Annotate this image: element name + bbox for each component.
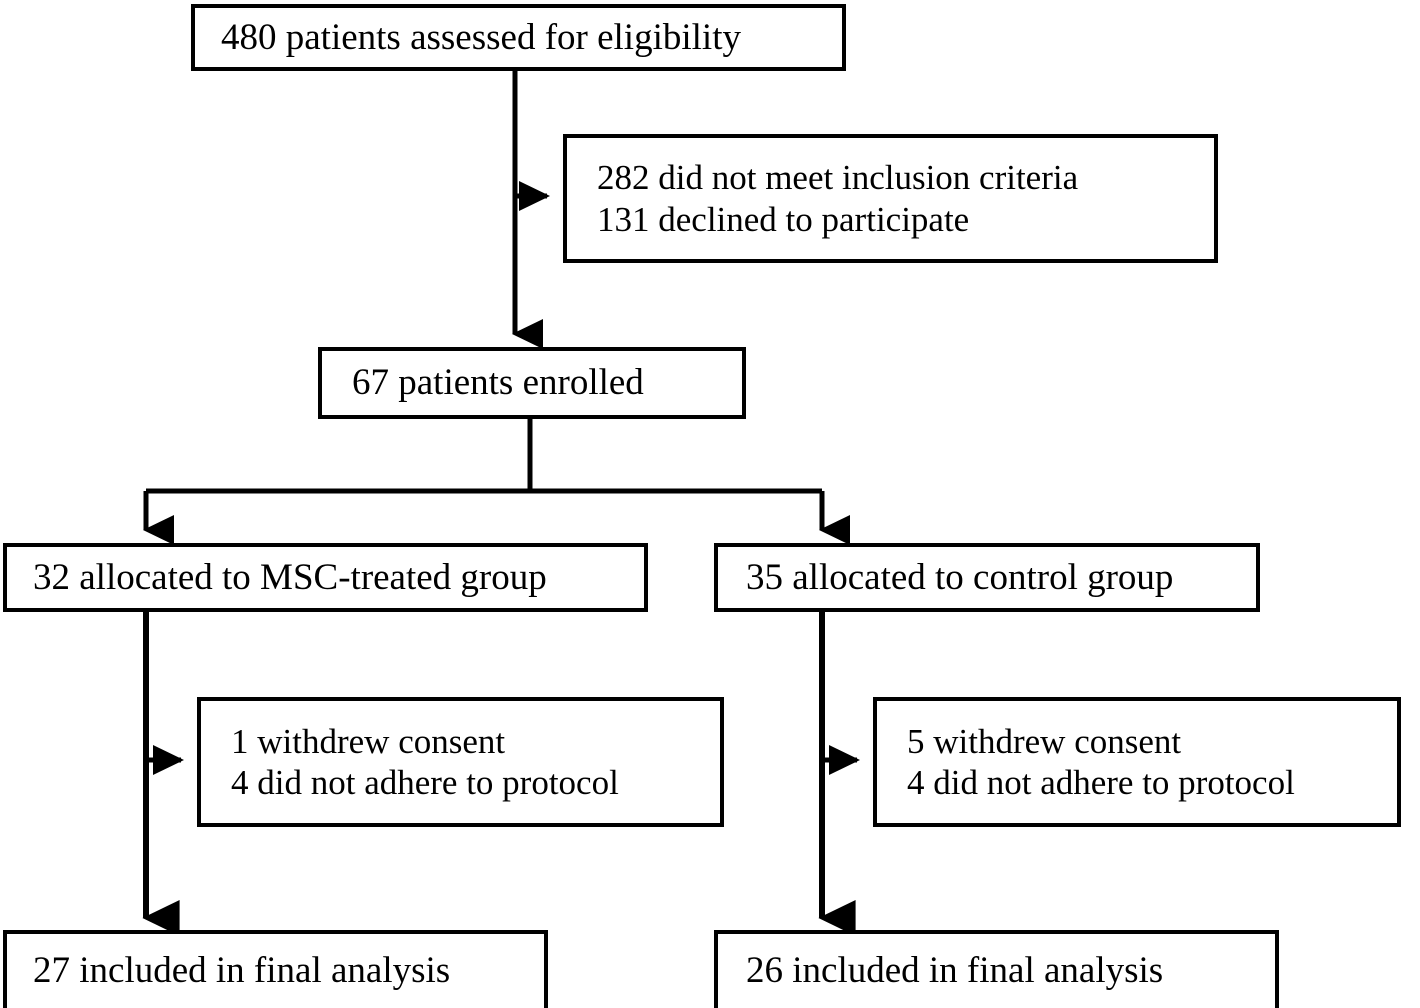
node-final-control-line-1: 26 included in final analysis [746, 950, 1164, 992]
node-withdrawn-msc-line-1: 1 withdrew consent [231, 721, 506, 761]
node-enrolled-line-1: 67 patients enrolled [352, 362, 644, 404]
node-excluded: 282 did not meet inclusion criteria 131 … [563, 134, 1218, 263]
node-allocated-msc-treated: 32 allocated to MSC-treated group [3, 543, 648, 612]
node-assessed-line-1: 480 patients assessed for eligibility [221, 16, 741, 58]
node-withdrawn-control-line-1: 5 withdrew consent [907, 721, 1182, 761]
node-allocated-control-line-1: 35 allocated to control group [746, 556, 1174, 598]
node-excluded-line-1: 282 did not meet inclusion criteria [597, 158, 1079, 198]
node-enrolled: 67 patients enrolled [318, 347, 746, 419]
node-assessed-for-eligibility: 480 patients assessed for eligibility [191, 4, 846, 71]
node-withdrawn-control: 5 withdrew consent 4 did not adhere to p… [873, 697, 1401, 827]
node-final-analysis-control: 26 included in final analysis [714, 930, 1279, 1008]
node-withdrawn-control-line-2: 4 did not adhere to protocol [907, 763, 1295, 802]
node-withdrawn-msc-line-2: 4 did not adhere to protocol [231, 763, 619, 802]
node-withdrawn-msc: 1 withdrew consent 4 did not adhere to p… [197, 697, 724, 827]
node-final-analysis-msc: 27 included in final analysis [3, 930, 548, 1008]
node-final-msc-line-1: 27 included in final analysis [33, 950, 451, 992]
node-allocated-msc-line-1: 32 allocated to MSC-treated group [33, 556, 547, 598]
node-allocated-control: 35 allocated to control group [714, 543, 1260, 612]
node-excluded-line-2: 131 declined to participate [597, 199, 970, 239]
